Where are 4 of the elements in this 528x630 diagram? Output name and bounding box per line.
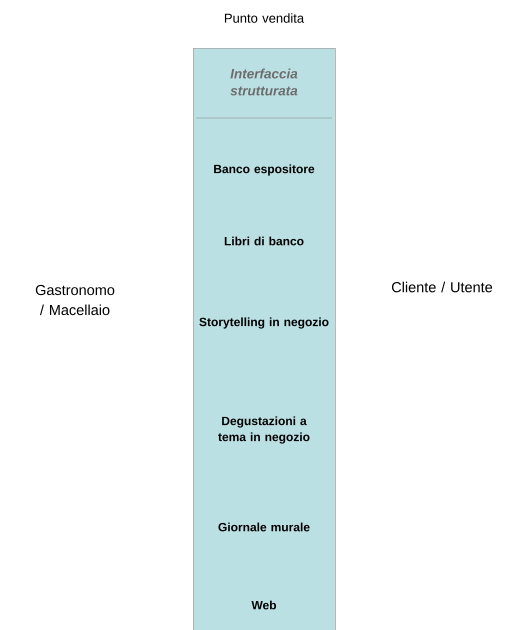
column-box: Punto vendita Interfaccia strutturata Banco espositore Libri di banco Storytelling in negozio Degustazioni a tema in negozio Giornale murale Web <box>193 13 336 630</box>
side-label: Cliente / Utente <box>392 282 492 292</box>
side-label: Gastronomo / Macellaio <box>36 284 114 316</box>
node-label: Punto vendita <box>224 13 304 23</box>
